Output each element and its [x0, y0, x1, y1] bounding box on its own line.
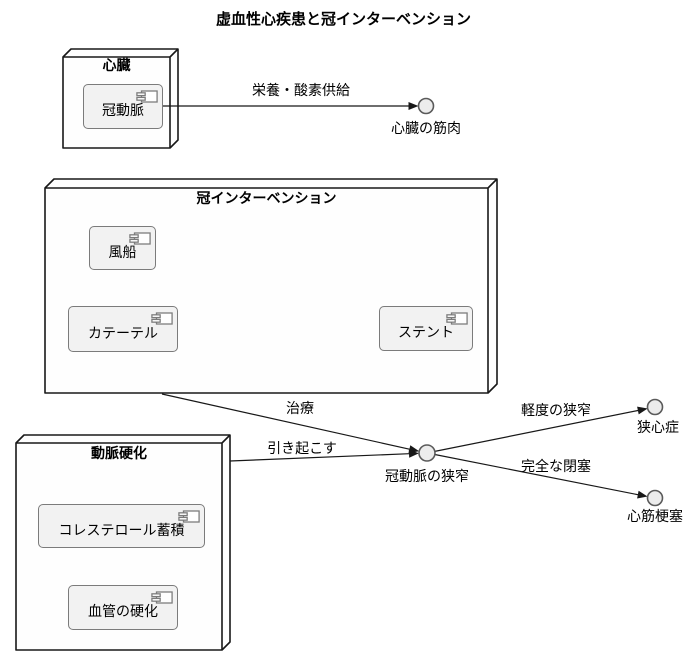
interface-label-infarction: 心筋梗塞 — [627, 509, 683, 525]
interface-label-angina: 狭心症 — [637, 420, 679, 436]
component-coronary-artery: 冠動脈 — [83, 84, 163, 129]
stenosis-interface-circle — [418, 444, 436, 462]
component-icon — [151, 310, 173, 325]
heart-muscle-interface-circle — [417, 97, 435, 115]
component-label: 血管の硬化 — [88, 604, 158, 620]
interface-label-stenosis: 冠動脈の狭窄 — [385, 469, 469, 485]
infarction-interface-circle — [646, 489, 664, 507]
component-cholesterol: コレステロール蓄積 — [38, 504, 205, 548]
arteriosclerosis-node-title: 動脈硬化 — [91, 446, 147, 462]
component-catheter: カテーテル — [68, 306, 178, 352]
component-icon — [151, 589, 173, 604]
component-label: 風船 — [108, 244, 137, 261]
edge-label-complete-occlusion: 完全な閉塞 — [521, 459, 591, 475]
component-icon — [129, 230, 151, 245]
edge-label-supply: 栄養・酸素供給 — [252, 83, 350, 99]
edge-supply — [163, 102, 419, 110]
intervention-node-title: 冠インターベンション — [196, 191, 337, 207]
edge-label-treatment: 治療 — [286, 401, 314, 417]
component-label: カテーテル — [88, 325, 158, 342]
component-stent: ステント — [379, 306, 473, 351]
intervention-node-shape — [44, 178, 498, 394]
component-vessel-hardening: 血管の硬化 — [68, 585, 178, 630]
heart-node-title: 心臓 — [102, 58, 131, 74]
component-icon — [178, 508, 200, 523]
component-icon — [446, 310, 468, 325]
edge-label-causes: 引き起こす — [267, 441, 337, 457]
component-balloon: 風船 — [89, 226, 156, 270]
angina-interface-circle — [646, 398, 664, 416]
component-label: 冠動脈 — [102, 103, 144, 119]
diagram-title: 虚血性心疾患と冠インターベンション — [215, 10, 471, 28]
component-label: ステント — [398, 325, 454, 341]
component-label: コレステロール蓄積 — [58, 522, 185, 539]
component-icon — [136, 88, 158, 103]
edge-label-mild-stenosis: 軽度の狭窄 — [521, 403, 591, 419]
interface-label-heart-muscle: 心臓の筋肉 — [391, 121, 461, 137]
